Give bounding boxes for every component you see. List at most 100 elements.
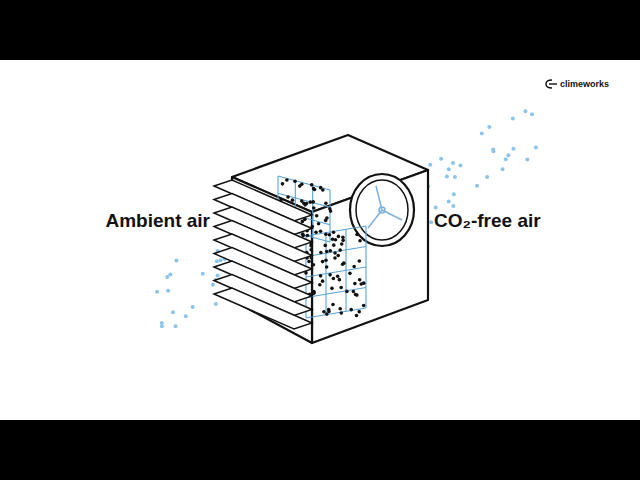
co2-dot [300, 182, 304, 186]
co2-dot [301, 234, 305, 238]
flow-label: Ambient air [105, 209, 210, 233]
co2-dot [281, 182, 285, 186]
co2-dot [357, 259, 361, 263]
co2-dot [321, 260, 325, 264]
air-dot [171, 310, 175, 314]
louvers [214, 180, 312, 329]
co2-dot [319, 274, 323, 278]
co2-dot [312, 263, 316, 267]
co2-dot [358, 278, 362, 282]
co2-dot [332, 277, 336, 281]
filter-line [306, 267, 366, 277]
co2-dot [321, 279, 325, 283]
co2-dot [333, 256, 337, 260]
co2-dot [340, 242, 344, 246]
co2-dot [307, 260, 311, 264]
air-dot [485, 175, 489, 179]
co2-dot [342, 261, 346, 265]
air-dot [475, 184, 479, 188]
co2-dot [355, 314, 359, 318]
fan [350, 174, 414, 246]
co2-dot [338, 307, 342, 311]
air-dot [215, 259, 219, 263]
air-dot [211, 283, 215, 287]
air-dot [501, 167, 505, 171]
air-dot [201, 272, 205, 276]
letterbox-bar [0, 0, 640, 60]
co2-dot [328, 273, 332, 277]
co2-dot [327, 308, 331, 312]
co2-dot [337, 235, 341, 239]
co2-dot [355, 293, 359, 297]
co2-dot [325, 250, 329, 254]
co2-dot [303, 203, 307, 207]
co2-dot [341, 239, 345, 243]
co2-dot [362, 304, 366, 308]
air-dot [458, 164, 462, 168]
co2-dot [291, 198, 295, 202]
co2-dot [324, 201, 328, 205]
co2-dot [339, 286, 343, 290]
air-dot [155, 290, 159, 294]
co2-dot [321, 188, 325, 192]
air-dot [480, 132, 484, 136]
logo-text: climeworks [560, 78, 609, 90]
flow-label: CO₂-free air [434, 209, 541, 233]
co2-dot [300, 199, 304, 203]
co2-dot [352, 290, 356, 294]
co2-dot [306, 234, 310, 238]
air-dot [511, 116, 515, 120]
air-dot [216, 273, 220, 277]
filter-line [278, 176, 330, 190]
co2-dot [325, 312, 329, 316]
co2-dot [331, 303, 335, 307]
co2-dot [336, 274, 340, 278]
co2-dot [328, 207, 332, 211]
co2-dot [333, 251, 337, 255]
co2-dot [332, 243, 336, 247]
co2-dot [310, 183, 314, 187]
air-dot [451, 204, 455, 208]
co2-dot [323, 244, 327, 248]
co2-dot [338, 278, 342, 282]
co2-dot [332, 231, 336, 235]
co2-dot [312, 187, 316, 191]
co2-dot [349, 308, 353, 312]
air-dot [191, 305, 195, 309]
co2-dot [331, 237, 335, 241]
air-dot [439, 157, 443, 161]
air-dot [434, 206, 438, 210]
co2-dot [328, 249, 332, 253]
air-dot [452, 192, 456, 196]
air-dot [487, 125, 491, 129]
filter-line [306, 226, 366, 236]
co2-dot [317, 222, 321, 226]
air-dot [511, 147, 515, 151]
air-dot [530, 112, 534, 116]
air-dot [428, 163, 432, 167]
co2-dot [362, 281, 366, 285]
co2-dot [309, 200, 313, 204]
air-dot [523, 109, 527, 113]
air-dot [160, 324, 164, 328]
air-dot [214, 302, 218, 306]
co2-dot [315, 214, 319, 218]
air-dot [168, 273, 172, 277]
co2-dot [312, 206, 316, 210]
air-dot [451, 161, 455, 165]
co2-dot [341, 235, 345, 239]
co2-dot [324, 219, 328, 223]
co2-dot [330, 287, 334, 291]
filter-line [306, 288, 366, 298]
co2-dot [357, 310, 361, 314]
letterbox-bar [0, 420, 640, 480]
co2-dot [334, 238, 338, 242]
co2-dot [309, 248, 313, 252]
air-dot [506, 153, 510, 157]
filter-line [306, 247, 366, 257]
air-dot [447, 199, 451, 203]
air-dot [525, 157, 529, 161]
co2-dot [355, 233, 359, 237]
air-dot [534, 145, 538, 149]
